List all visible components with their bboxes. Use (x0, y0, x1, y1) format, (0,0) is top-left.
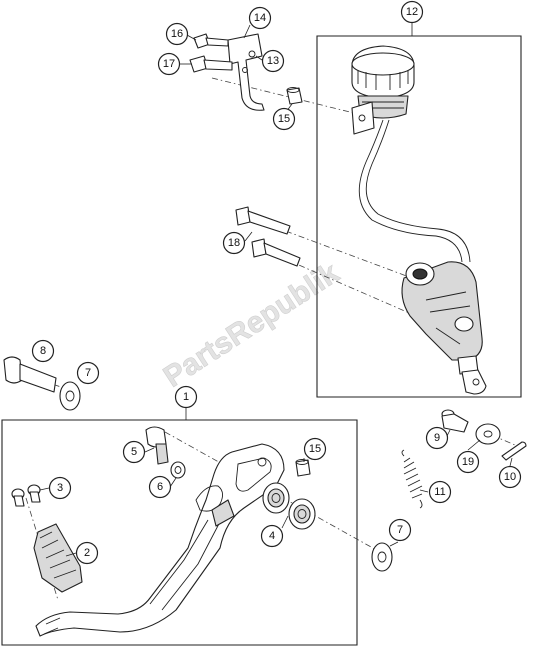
callout-14: 14 (248, 6, 272, 30)
callout-2: 2 (75, 541, 99, 565)
svg-text:11: 11 (434, 486, 445, 498)
callout-7-upper: 7 (76, 361, 100, 385)
callout-18: 18 (222, 231, 246, 255)
spacer-sleeve-15-lower (295, 459, 311, 477)
callout-19: 19 (456, 450, 480, 474)
reservoir-bracket (227, 33, 265, 111)
leader-16 (186, 34, 197, 41)
callout-17: 17 (157, 52, 181, 76)
leader-10 (509, 457, 513, 467)
svg-text:10: 10 (504, 471, 516, 483)
group-frame-master-cylinder (316, 35, 522, 398)
svg-text:9: 9 (434, 432, 440, 444)
callout-15-lower: 15 (303, 437, 327, 461)
step-plate-screw-a (11, 488, 25, 507)
leader-11 (419, 489, 429, 493)
svg-text:8: 8 (40, 345, 46, 357)
pedal-spacer-6 (170, 461, 186, 479)
leader-2 (65, 552, 77, 557)
callout-6: 6 (148, 475, 172, 499)
svg-text:4: 4 (269, 530, 275, 542)
washer-7-upper (59, 381, 81, 411)
assembly-line-pin (479, 429, 523, 449)
leader-7-lower (389, 541, 399, 547)
callout-7-lower: 7 (388, 518, 412, 542)
svg-text:14: 14 (254, 12, 266, 24)
leader-6 (169, 477, 177, 488)
svg-text:18: 18 (228, 237, 240, 249)
group-frame-brake-pedal (1, 419, 358, 646)
leader-19 (467, 439, 481, 451)
leader-5 (144, 447, 155, 453)
pedal-pivot-bolt (3, 356, 57, 393)
leader-4 (281, 515, 289, 529)
leader-13 (255, 55, 263, 61)
callout-11: 11 (428, 480, 452, 504)
assembly-line-step-screws (25, 497, 59, 601)
rear-brake-master-cylinder (351, 45, 487, 395)
svg-text:6: 6 (157, 481, 163, 493)
pedal-bearing-a (262, 482, 290, 514)
bracket-screw-16 (193, 33, 229, 49)
callout-4: 4 (260, 524, 284, 548)
callout-10: 10 (498, 465, 522, 489)
svg-text:16: 16 (171, 28, 183, 40)
washer-19 (475, 423, 501, 445)
leader-18 (244, 231, 253, 242)
pedal-screw-5 (145, 426, 169, 465)
svg-text:12: 12 (406, 6, 418, 18)
svg-text:13: 13 (267, 55, 279, 67)
assembly-line-reservoir (211, 77, 359, 115)
callout-8: 8 (31, 339, 55, 363)
svg-text:7: 7 (397, 524, 403, 536)
callout-13: 13 (261, 49, 285, 73)
svg-text:7: 7 (85, 367, 91, 379)
master-cylinder-bolt-lower (251, 238, 301, 267)
pedal-step-plate (33, 523, 83, 593)
svg-text:15: 15 (278, 113, 290, 125)
svg-text:3: 3 (57, 482, 63, 494)
callout-12: 12 (400, 0, 424, 24)
return-spring (401, 449, 423, 509)
svg-text:19: 19 (462, 456, 474, 468)
callout-3: 3 (48, 476, 72, 500)
step-plate-screw-b (27, 484, 41, 503)
svg-text:2: 2 (84, 547, 90, 559)
callout-16: 16 (165, 22, 189, 46)
callout-5: 5 (122, 440, 146, 464)
callout-9: 9 (425, 426, 449, 450)
master-cylinder-bolt-upper (235, 206, 291, 235)
svg-text:5: 5 (131, 446, 137, 458)
svg-text:15: 15 (309, 443, 321, 455)
leader-14 (243, 24, 251, 39)
callout-15-upper: 15 (272, 107, 296, 131)
washer-7-lower (371, 542, 393, 572)
cotter-pin (501, 441, 527, 461)
pedal-bearing-b (288, 498, 316, 530)
brake-pedal-arm (35, 443, 285, 637)
svg-text:17: 17 (163, 58, 175, 70)
leader-3 (39, 487, 50, 491)
callout-1: 1 (174, 385, 198, 409)
svg-text:1: 1 (183, 391, 189, 403)
clevis-pin (441, 409, 469, 433)
spacer-sleeve-15-upper (286, 87, 303, 105)
bracket-screw-17 (189, 55, 233, 73)
